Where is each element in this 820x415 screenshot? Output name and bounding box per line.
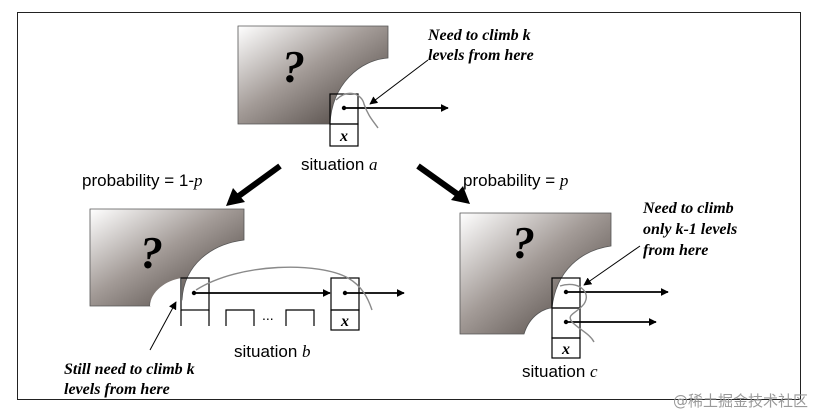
search-path-curve-b [195, 266, 373, 311]
branch-arrows: probability = 1-p probability = p [82, 163, 568, 206]
note-c-line3: from here [643, 242, 708, 259]
note-c-line2: only k-1 levels [643, 221, 737, 238]
node-cell-b-start-upper [180, 277, 210, 311]
watermark-text: @稀土掘金技术社区 [672, 392, 808, 410]
question-mark-top: ? [282, 41, 305, 92]
note-pointer-top [369, 59, 429, 105]
situation-c-group: ? x Need to climb only k-1 levels from h… [459, 200, 737, 381]
question-mark-left: ? [140, 227, 163, 278]
caption-b-prefix: situation [234, 342, 302, 361]
ellipsis-b: ... [262, 307, 274, 323]
node-label-x-c: x [561, 341, 570, 358]
node-cell-c-lower [551, 337, 581, 359]
branch-arrowhead-left [226, 188, 245, 206]
probability-right: probability = p [463, 171, 568, 190]
node-label-x-b: x [340, 313, 349, 330]
note-b-line1: Still need to climb k [64, 361, 195, 378]
node-label-x-top: x [339, 128, 348, 145]
caption-a-prefix: situation [301, 155, 369, 174]
probability-left-var: p [193, 171, 203, 190]
branch-arrow-right [416, 163, 462, 199]
branch-arrowhead-right [451, 186, 470, 204]
situation-b-group: ? ... x situation b Still need to climb … [64, 208, 405, 398]
probability-right-var: p [559, 171, 569, 190]
caption-a-var: a [369, 155, 378, 174]
node-cell-top-lower [329, 123, 359, 147]
node-cell-b-end-lower [330, 309, 360, 331]
probability-left-prefix: probability = 1- [82, 171, 194, 190]
probability-left: probability = 1-p [82, 171, 202, 190]
short-node-b-2 [285, 309, 315, 326]
note-top-line2: levels from here [428, 47, 534, 64]
caption-c-var: c [590, 362, 598, 381]
caption-situation-c: situation c [522, 362, 598, 381]
blob-left-cutout [150, 278, 182, 306]
situation-a-group: ? x Need to climb k levels from here sit… [237, 25, 534, 174]
note-b-line2: levels from here [64, 381, 170, 398]
question-mark-right: ? [512, 217, 535, 268]
caption-b-var: b [302, 342, 311, 361]
search-path-curve-c [559, 283, 595, 343]
unknown-region-blob-right [459, 212, 612, 335]
short-node-b-1 [225, 309, 255, 326]
search-path-curve-top [335, 92, 379, 129]
note-pointer-b [149, 301, 177, 351]
caption-situation-a: situation a [301, 155, 378, 174]
note-top-line1: Need to climb k [427, 27, 531, 44]
note-pointer-c [583, 245, 641, 286]
branch-arrow-left [234, 163, 282, 201]
caption-situation-b: situation b [234, 342, 311, 361]
probability-right-prefix: probability = [463, 171, 560, 190]
caption-c-prefix: situation [522, 362, 590, 381]
figure-frame [17, 12, 801, 400]
note-c-line1: Need to climb [642, 200, 734, 217]
